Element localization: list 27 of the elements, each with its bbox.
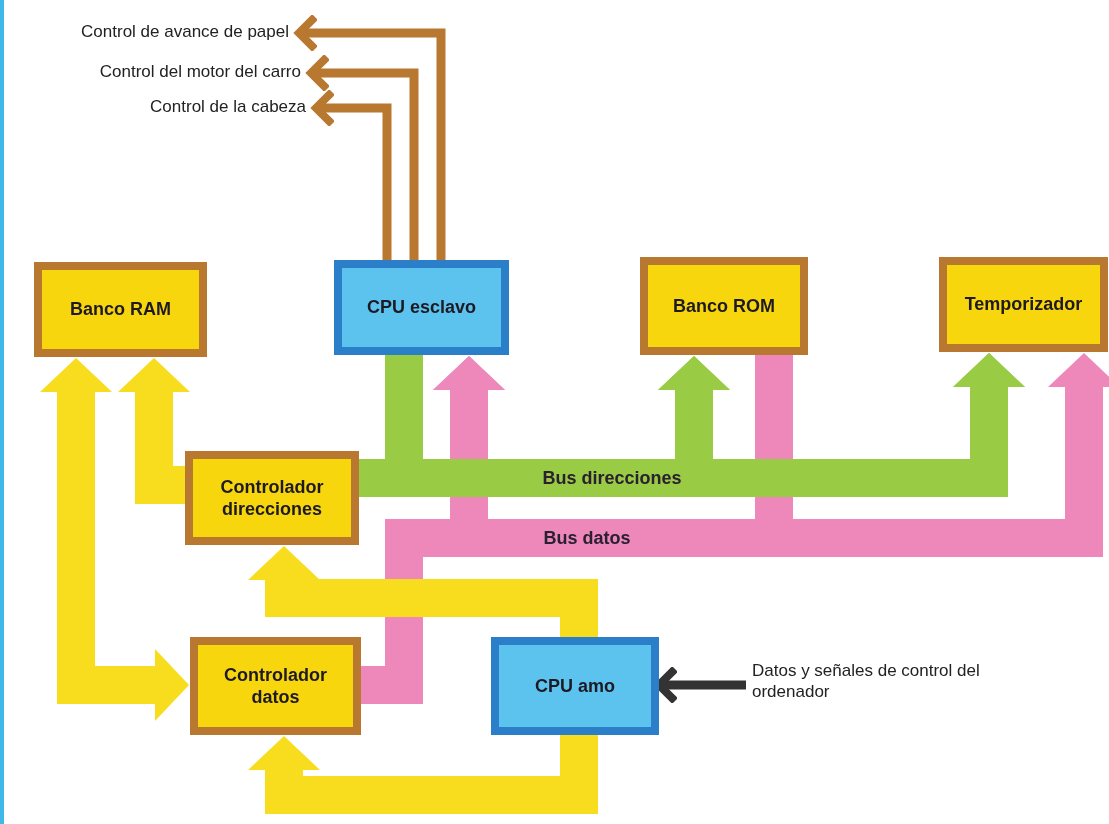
bus-label: Bus direcciones (542, 467, 682, 489)
arrow (40, 358, 189, 721)
arrow (307, 53, 419, 260)
box-label: Controlador direcciones (219, 475, 325, 521)
arrow (248, 735, 598, 814)
component-box (640, 257, 808, 355)
component-box (491, 637, 659, 735)
annotation-text: Control de la cabeza (74, 96, 316, 120)
annotation-text: Datos y señales de control del ordenador (746, 660, 1046, 706)
box-label: Controlador datos (223, 663, 328, 709)
component-box (939, 257, 1108, 352)
box-label: CPU amo (535, 674, 615, 698)
component-box (190, 637, 361, 735)
box-label: CPU esclavo (366, 296, 477, 319)
annotation-text: Control de avance de papel (10, 21, 299, 45)
annotation-text: Control del motor del carro (24, 61, 311, 85)
arrow (312, 88, 392, 260)
box-label: Banco ROM (673, 294, 775, 318)
bus-label: Bus datos (543, 527, 631, 549)
box-label: Temporizador (964, 293, 1083, 316)
arrow (295, 13, 446, 260)
box-label: Banco RAM (70, 298, 171, 321)
component-box (334, 260, 509, 355)
component-box (34, 262, 207, 357)
arrow (118, 358, 190, 504)
arrow (248, 546, 598, 637)
component-box (185, 451, 359, 545)
